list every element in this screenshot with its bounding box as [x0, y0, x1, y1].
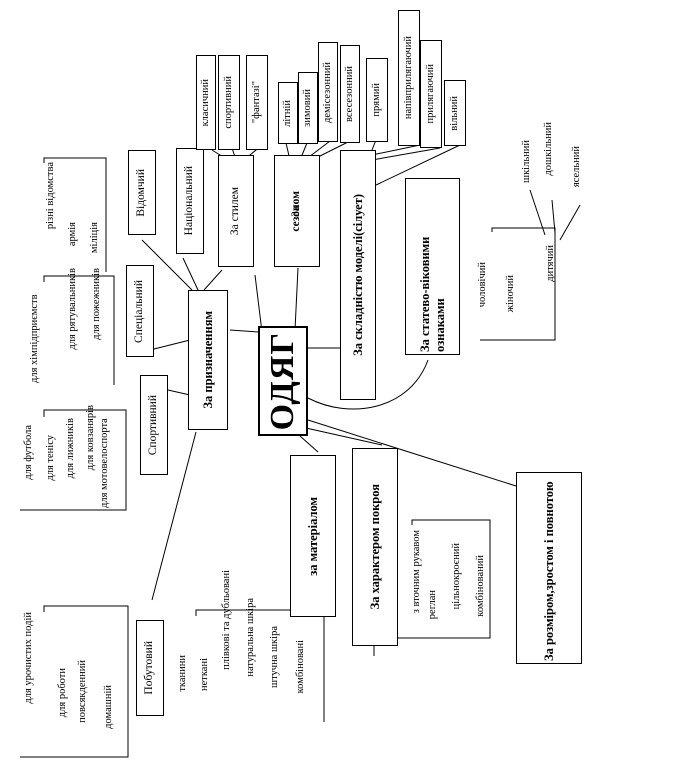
material-item: штучна шкіра	[269, 626, 280, 688]
cut-item: комбінований	[475, 555, 486, 617]
special-item: для хімпідприємств	[29, 294, 40, 383]
children-item: ясельний	[571, 146, 582, 188]
branch-season: сезоном За	[274, 155, 320, 267]
group-natsionalnyi: Національний	[176, 148, 204, 254]
household-item: домашній	[103, 685, 114, 729]
material-item: тканини	[177, 655, 188, 692]
silhouette-item: прямий	[366, 58, 388, 142]
household-item: для роботи	[57, 668, 68, 718]
sport-item: для лижників	[65, 418, 76, 479]
silhouette-item: напівприлягаючий	[398, 10, 420, 146]
branch-size: За розміром,зростом і повнотою	[516, 472, 582, 664]
vidomchyi-item: армія	[67, 222, 78, 247]
children-item: дошкільний	[543, 122, 554, 176]
children-item: шкільний	[521, 140, 532, 183]
sport-item: для ковзанярів	[85, 405, 96, 471]
season-item: демісезонний	[318, 42, 338, 142]
branch-cut: За характером покроя	[352, 448, 398, 646]
vidomchyi-item: міліція	[89, 222, 100, 254]
group-vidomchyi: Відомчий	[128, 150, 156, 235]
style-item: "фантазі"	[246, 55, 268, 150]
household-item: повсякденний	[77, 660, 88, 723]
material-item: комбіновані	[295, 640, 306, 694]
sport-item: для мотовелоспорта	[99, 418, 110, 508]
branch-gender-age: За статево-віковими ознаками	[405, 178, 460, 355]
vidomchyi-item: різні відомства	[45, 162, 56, 230]
branch-silhouette: За складністю моделі(сілует)	[340, 150, 376, 400]
cut-item: реглан	[427, 590, 438, 620]
cut-item: з вточним рукавом	[411, 530, 422, 614]
season-item: зимовий	[298, 72, 318, 144]
branch-style: За стилем	[218, 155, 254, 267]
material-item: неткані	[199, 658, 210, 692]
group-sportyvnyi: Спортивний	[140, 375, 168, 475]
material-item: натуральна шкіра	[245, 598, 256, 677]
sport-item: для футбола	[23, 425, 34, 480]
special-item: для пожежників	[91, 268, 102, 340]
gender-item: дитячий	[545, 245, 556, 282]
branch-material: за матеріалом	[290, 455, 336, 617]
special-item: для рятувальників	[67, 268, 78, 350]
silhouette-item: прилягаючий	[420, 40, 442, 148]
silhouette-item: вільний	[444, 80, 466, 146]
household-item: для урочистих подій	[23, 612, 34, 704]
style-item: класичний	[196, 55, 216, 150]
gender-item: жіночий	[505, 275, 516, 313]
season-item: всесезонний	[340, 45, 360, 143]
material-item: плівкові та дубльовані	[221, 570, 232, 670]
sport-item: для тенісу	[45, 435, 56, 481]
center-node-odiah: ОДЯГ	[258, 326, 308, 436]
style-item: спортивний	[218, 55, 240, 150]
cut-item: цільнокроєний	[451, 543, 462, 610]
season-item: літній	[278, 82, 298, 144]
gender-item: чоловічий	[477, 262, 488, 308]
group-pobutovyi: Побутовий	[136, 620, 164, 716]
group-spetsialnyi: Спеціальний	[126, 265, 154, 357]
branch-purpose: За призначенням	[188, 290, 228, 430]
